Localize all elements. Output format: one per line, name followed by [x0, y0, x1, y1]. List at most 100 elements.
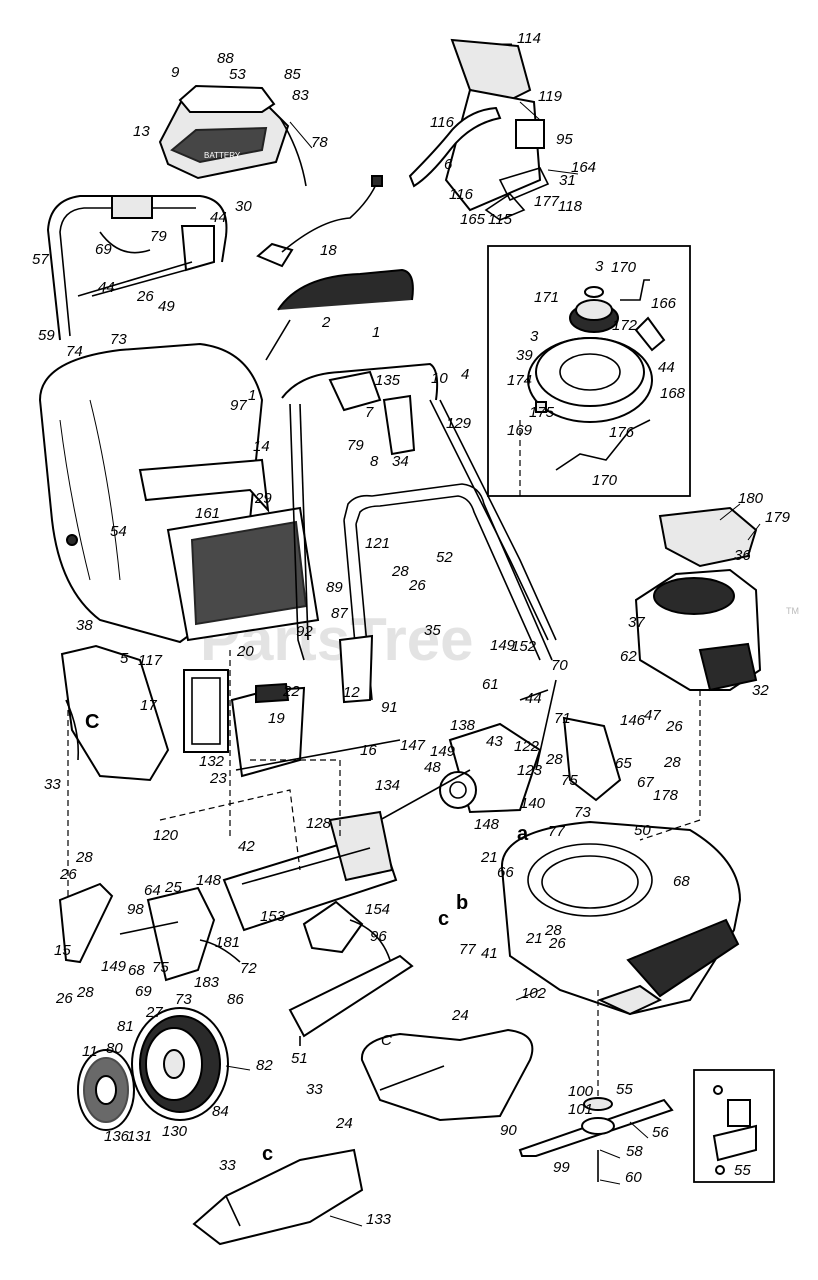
- callout-180[interactable]: 180: [738, 490, 764, 507]
- callout-78[interactable]: 78: [311, 134, 328, 151]
- callout-77[interactable]: 77: [459, 941, 476, 958]
- callout-175[interactable]: 175: [529, 404, 555, 421]
- callout-44[interactable]: 44: [525, 690, 542, 707]
- callout-116[interactable]: 116: [430, 114, 455, 131]
- callout-132[interactable]: 132: [199, 753, 225, 770]
- callout-28[interactable]: 28: [545, 751, 563, 768]
- callout-138[interactable]: 138: [450, 717, 476, 734]
- callout-115[interactable]: 115: [488, 211, 513, 228]
- callout-55[interactable]: 55: [734, 1162, 751, 1179]
- callout-9[interactable]: 9: [171, 64, 180, 81]
- callout-85[interactable]: 85: [284, 66, 301, 83]
- callout-67[interactable]: 67: [637, 774, 654, 791]
- callout-178[interactable]: 178: [653, 787, 679, 804]
- callout-75[interactable]: 75: [561, 772, 578, 789]
- callout-39[interactable]: 39: [516, 347, 533, 364]
- callout-28[interactable]: 28: [544, 922, 562, 939]
- callout-140[interactable]: 140: [520, 795, 546, 812]
- callout-1[interactable]: 1: [372, 324, 380, 341]
- callout-130[interactable]: 130: [162, 1123, 188, 1140]
- callout-48[interactable]: 48: [424, 759, 441, 776]
- callout-146[interactable]: 146: [620, 712, 646, 729]
- callout-20[interactable]: 20: [236, 643, 254, 660]
- callout-74[interactable]: 74: [66, 343, 83, 360]
- callout-73[interactable]: 73: [175, 991, 192, 1008]
- callout-169[interactable]: 169: [507, 422, 533, 439]
- callout-161[interactable]: 161: [195, 505, 220, 522]
- callout-65[interactable]: 65: [615, 755, 632, 772]
- callout-64[interactable]: 64: [144, 882, 161, 899]
- callout-18[interactable]: 18: [320, 242, 337, 259]
- callout-27[interactable]: 27: [145, 1004, 163, 1021]
- callout-5[interactable]: 5: [120, 650, 129, 667]
- callout-116[interactable]: 116: [449, 186, 474, 203]
- callout-66[interactable]: 66: [497, 864, 514, 881]
- callout-170[interactable]: 170: [592, 472, 618, 489]
- callout-26[interactable]: 26: [59, 866, 77, 883]
- callout-122[interactable]: 122: [514, 738, 540, 755]
- callout-83[interactable]: 83: [292, 87, 309, 104]
- callout-52[interactable]: 52: [436, 549, 453, 566]
- callout-135[interactable]: 135: [375, 372, 401, 389]
- callout-147[interactable]: 147: [400, 737, 426, 754]
- callout-8[interactable]: 8: [370, 453, 379, 470]
- callout-61[interactable]: 61: [482, 676, 499, 693]
- callout-34[interactable]: 34: [392, 453, 409, 470]
- callout-177[interactable]: 177: [534, 193, 560, 210]
- callout-68[interactable]: 68: [128, 962, 145, 979]
- callout-154[interactable]: 154: [365, 901, 390, 918]
- callout-1[interactable]: 1: [248, 387, 256, 404]
- callout-26[interactable]: 26: [665, 718, 683, 735]
- callout-73[interactable]: 73: [574, 804, 591, 821]
- callout-131[interactable]: 131: [127, 1128, 152, 1145]
- callout-153[interactable]: 153: [260, 908, 286, 925]
- callout-54[interactable]: 54: [110, 523, 127, 540]
- callout-28[interactable]: 28: [391, 563, 409, 580]
- callout-28[interactable]: 28: [75, 849, 93, 866]
- callout-22[interactable]: 22: [282, 683, 300, 700]
- callout-44[interactable]: 44: [98, 279, 115, 296]
- callout-100[interactable]: 100: [568, 1083, 594, 1100]
- callout-24[interactable]: 24: [335, 1115, 353, 1132]
- callout-172[interactable]: 172: [612, 317, 638, 334]
- callout-77[interactable]: 77: [548, 823, 565, 840]
- callout-4[interactable]: 4: [461, 366, 469, 383]
- callout-36[interactable]: 36: [734, 547, 751, 564]
- callout-11[interactable]: 11: [82, 1043, 98, 1060]
- callout-57[interactable]: 57: [32, 251, 49, 268]
- callout-170[interactable]: 170: [611, 259, 637, 276]
- callout-2[interactable]: 2: [321, 314, 331, 331]
- callout-69[interactable]: 69: [95, 241, 112, 258]
- callout-181[interactable]: 181: [215, 934, 240, 951]
- callout-13[interactable]: 13: [133, 123, 150, 140]
- callout-149[interactable]: 149: [430, 743, 456, 760]
- callout-38[interactable]: 38: [76, 617, 93, 634]
- callout-79[interactable]: 79: [347, 437, 364, 454]
- callout-149[interactable]: 149: [490, 637, 516, 654]
- callout-136[interactable]: 136: [104, 1128, 130, 1145]
- callout-31[interactable]: 31: [559, 172, 576, 189]
- callout-168[interactable]: 168: [660, 385, 686, 402]
- callout-91[interactable]: 91: [381, 699, 398, 716]
- callout-99[interactable]: 99: [553, 1159, 570, 1176]
- callout-21[interactable]: 21: [480, 849, 498, 866]
- callout-68[interactable]: 68: [673, 873, 690, 890]
- callout-119[interactable]: 119: [538, 88, 563, 105]
- callout-92[interactable]: 92: [296, 623, 313, 640]
- callout-23[interactable]: 23: [209, 770, 227, 787]
- callout-33[interactable]: 33: [219, 1157, 236, 1174]
- callout-32[interactable]: 32: [752, 682, 769, 699]
- callout-43[interactable]: 43: [486, 733, 503, 750]
- callout-44[interactable]: 44: [210, 209, 227, 226]
- callout-148[interactable]: 148: [474, 816, 500, 833]
- callout-81[interactable]: 81: [117, 1018, 134, 1035]
- callout-42[interactable]: 42: [238, 838, 255, 855]
- callout-50[interactable]: 50: [634, 822, 651, 839]
- callout-120[interactable]: 120: [153, 827, 179, 844]
- callout-14[interactable]: 14: [253, 438, 270, 455]
- callout-114[interactable]: 114: [517, 30, 541, 47]
- callout-87[interactable]: 87: [331, 605, 348, 622]
- callout-97[interactable]: 97: [230, 397, 247, 414]
- callout-134[interactable]: 134: [375, 777, 400, 794]
- callout-72[interactable]: 72: [240, 960, 257, 977]
